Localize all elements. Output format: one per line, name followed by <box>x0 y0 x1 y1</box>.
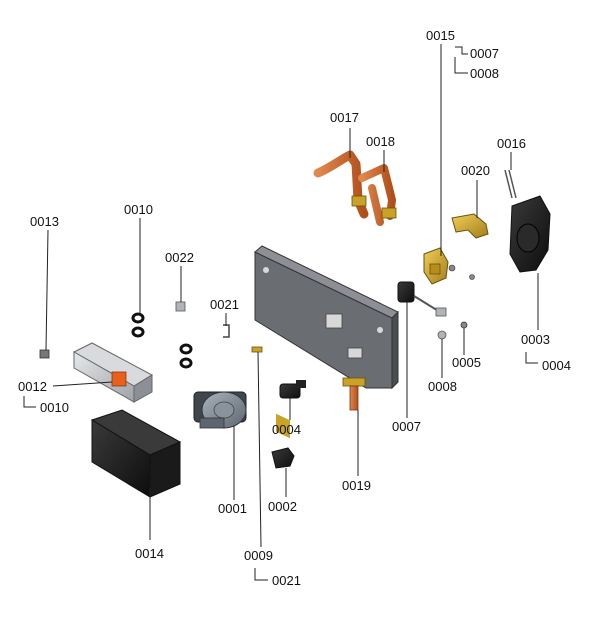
part-0005-screw <box>460 321 468 329</box>
label-0010-bottom: 0010 <box>40 400 69 415</box>
leader-lines <box>23 44 539 581</box>
part-0022-fitting <box>175 301 186 312</box>
label-0020: 0020 <box>461 163 490 178</box>
label-0021-bottom: 0021 <box>272 573 301 588</box>
part-0016-spring-clip <box>504 169 517 199</box>
part-0019-valve <box>342 377 366 411</box>
label-0017: 0017 <box>330 110 359 125</box>
label-0018: 0018 <box>366 134 395 149</box>
part-0018-copper-pipe <box>358 164 397 226</box>
label-0019: 0019 <box>342 478 371 493</box>
chassis-frame-part <box>254 245 399 439</box>
part-0012-control-box <box>72 342 154 403</box>
label-0007-bottom: 0007 <box>392 419 421 434</box>
part-0015-brass-valve <box>423 247 475 285</box>
label-0009: 0009 <box>244 548 273 563</box>
label-0021-top: 0021 <box>210 297 239 312</box>
label-0002: 0002 <box>268 499 297 514</box>
label-0014: 0014 <box>135 546 164 561</box>
label-0015: 0015 <box>426 28 455 43</box>
part-0003-pump-volute <box>509 195 551 273</box>
part-0002-fitting <box>271 447 295 469</box>
part-0021-clip <box>223 324 230 338</box>
label-0016: 0016 <box>497 136 526 151</box>
label-0001: 0001 <box>218 501 247 516</box>
part-0001-pump <box>193 391 247 429</box>
label-0004-right: 0004 <box>542 358 571 373</box>
label-0008-bottom: 0008 <box>428 379 457 394</box>
part-0004-valve <box>279 380 306 399</box>
label-0007-top: 0007 <box>470 46 499 61</box>
part-0010-o-rings <box>131 312 193 369</box>
label-0012: 0012 <box>18 379 47 394</box>
part-0013-clip <box>39 349 50 359</box>
label-0004: 0004 <box>272 422 301 437</box>
part-0009-sensor <box>251 346 263 353</box>
label-0008-top: 0008 <box>470 66 499 81</box>
part-0020-brass-elbow <box>451 213 489 239</box>
label-0013: 0013 <box>30 214 59 229</box>
part-0007-sensor <box>397 281 447 317</box>
label-0022: 0022 <box>165 250 194 265</box>
part-0017-copper-pipe <box>313 150 369 219</box>
label-0005: 0005 <box>452 355 481 370</box>
label-0010-top: 0010 <box>124 202 153 217</box>
part-0008-washer <box>437 330 447 340</box>
label-0003: 0003 <box>521 332 550 347</box>
part-0014-black-cover <box>90 409 182 498</box>
